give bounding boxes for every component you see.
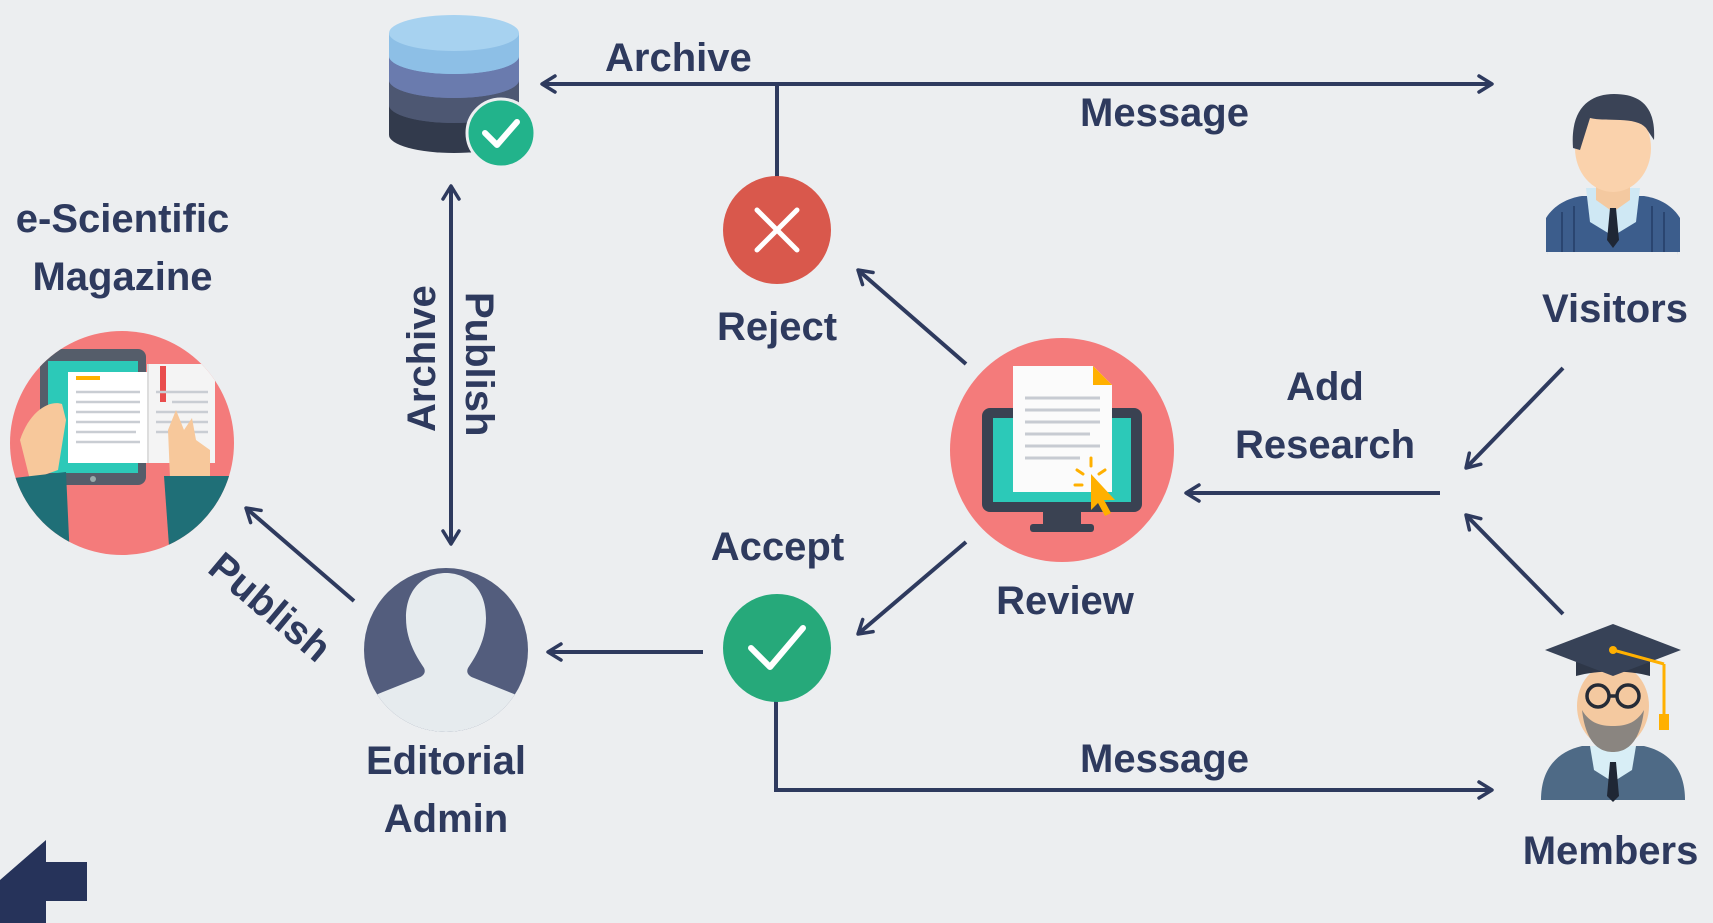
accept-message-bottom-arrow: [774, 700, 1494, 800]
archive-vertical-label: Archive: [400, 285, 444, 432]
magazine-label: e-Scientific Magazine: [0, 190, 245, 306]
editorial-to-magazine-arrow: [244, 506, 356, 603]
magazine-label-line1: e-Scientific: [15, 197, 230, 241]
visitors-to-research-arrow: [1464, 366, 1565, 470]
reject-node: [723, 176, 831, 284]
review-label: Review: [996, 579, 1134, 623]
user-silhouette-icon: [364, 573, 528, 732]
add-research-label-line2: Research: [1234, 423, 1416, 467]
accept-label: Accept: [710, 525, 845, 569]
members-label: Members: [1522, 829, 1699, 873]
editorial-admin-label-line2: Admin: [383, 797, 509, 841]
add-research-label: Add Research: [1215, 358, 1435, 474]
editorial-admin-label: Editorial Admin: [336, 732, 556, 848]
members-to-research-arrow: [1464, 513, 1565, 616]
archive-top-label: Archive: [605, 36, 752, 80]
checkmark-icon: [748, 625, 806, 670]
magazine-node: [10, 331, 234, 555]
review-to-accept-arrow: [856, 540, 968, 636]
review-node: [950, 338, 1174, 562]
message-bottom-label: Message: [1080, 737, 1249, 781]
magazine-label-line2: Magazine: [32, 255, 213, 299]
message-top-label: Message: [1080, 91, 1249, 135]
publish-vertical-label: Publish: [457, 292, 501, 437]
graduate-icon: [1541, 624, 1685, 802]
back-arrow-icon[interactable]: [0, 840, 87, 923]
editorial-admin-node: [364, 568, 528, 732]
monitor-document-icon: [982, 366, 1142, 532]
businessman-icon: [1546, 94, 1680, 255]
editorial-admin-label-line1: Editorial: [365, 739, 527, 783]
accept-node: [723, 594, 831, 702]
reject-label: Reject: [716, 305, 838, 349]
connectors: [244, 74, 1565, 800]
review-to-reject-arrow: [856, 268, 968, 366]
close-icon: [754, 207, 800, 253]
visitors-label: Visitors: [1542, 287, 1688, 331]
add-research-label-line1: Add: [1286, 365, 1364, 409]
check-badge-icon: [465, 97, 537, 169]
